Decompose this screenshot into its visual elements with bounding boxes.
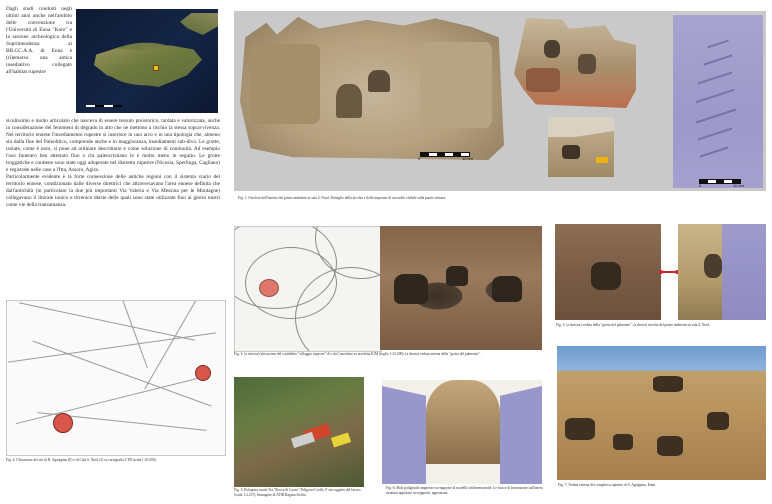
map-contour [18,302,196,341]
highlight-marker [596,157,608,163]
tool-mark [695,108,737,124]
aerial-photo [234,377,364,487]
niche-detail-photo [678,224,766,320]
sicily-landmass [94,45,202,87]
map-road [144,301,200,390]
body-paragraph-1: siculissimo e molto articolato che nasce… [6,118,220,173]
topographic-map [234,226,382,352]
building [290,431,316,449]
tool-mark [699,146,729,158]
site-location-marker [153,65,159,71]
cave-opening [707,412,729,430]
comparison-arrow [659,269,679,274]
cave-opening [565,418,595,440]
caption-fig1: Fig. 1: Ortofoto dell'interno del primo … [238,196,447,200]
tool-mark [697,127,733,141]
cave-interior-photo [380,226,542,350]
cad-map [6,300,226,456]
scale-label-end: 10 cm [733,183,744,188]
calabria-landmass [180,13,218,35]
map-road [106,301,148,368]
cave-opening [591,262,621,290]
cave-niche [368,70,390,92]
cave-3d-model [514,18,636,108]
exterior-cliff-photo [557,346,766,480]
caption-fig2: Fig. 2: (a sinistra) ubicazione del cosi… [234,352,481,356]
cave-opening [544,40,560,58]
caption-fig3: Fig. 3: (a sinistra) veduta della "grott… [556,323,711,327]
caption-fig7: Fig. 7: Veduta esterna del complesso rup… [558,483,656,487]
tool-marks-overlay: 0 10 cm [673,15,763,188]
niche-overlay [722,224,766,320]
body-paragraph-2: Particolarmente evidente è la forte conn… [6,174,220,208]
scale-label-start: 0 [699,183,702,188]
scale-bar-fig1 [420,152,470,157]
arrow-end [675,269,679,274]
polygon-right [500,386,542,484]
cave-recess [336,84,362,118]
site-marker-1 [195,365,211,381]
body-text: siculissimo e molto articolato che nasce… [6,118,220,209]
cave-opening [446,266,468,286]
caption-fig6: Fig. 6: Moli poligonale ampiezze sovrapp… [386,486,543,495]
cave-opening [657,436,683,456]
niche-opening [562,145,580,159]
site-marker-topo [259,279,279,297]
cave-opening [578,54,596,74]
tool-mark [703,54,733,66]
scale-ruler [86,105,122,107]
cave-opening [653,376,683,392]
cave-ceiling [548,117,614,137]
scale-bar-purple [699,179,741,184]
satellite-map-sicily [76,9,218,113]
map-contour [7,332,217,363]
caption-fig4: Fig. 4: Ubicazione dei siti di R. Agnipp… [6,458,157,462]
map-contour [15,374,211,424]
cave-section [526,68,560,92]
cave-orthophoto-main [240,16,504,160]
caption-fig5: Fig. 5: Pologono rurale Tra "Rocca di Co… [234,488,361,497]
cave-niche-detail [548,117,614,177]
scale-label-end: 10 cm [462,156,473,161]
intro-paragraph: Dagli studi condotti negli ultimi anni a… [6,6,72,75]
niche-opening [704,254,722,278]
tool-mark [697,71,733,85]
grotta-palmento-photo [555,224,661,320]
scale-label-start: 0 [418,156,421,161]
cave-model-section [426,380,500,464]
cave-wall-left [250,44,320,124]
polygon-left [382,386,426,484]
highlighted-area [330,432,352,448]
tool-mark [707,39,729,49]
cave-opening [492,276,522,302]
cave-wall-right [420,42,492,128]
polygon-overlay-figure [382,380,542,484]
site-marker-2 [53,413,73,433]
cave-opening [613,434,633,450]
arrow-start [659,269,663,274]
cave-opening [394,274,428,304]
tool-mark [695,88,735,104]
